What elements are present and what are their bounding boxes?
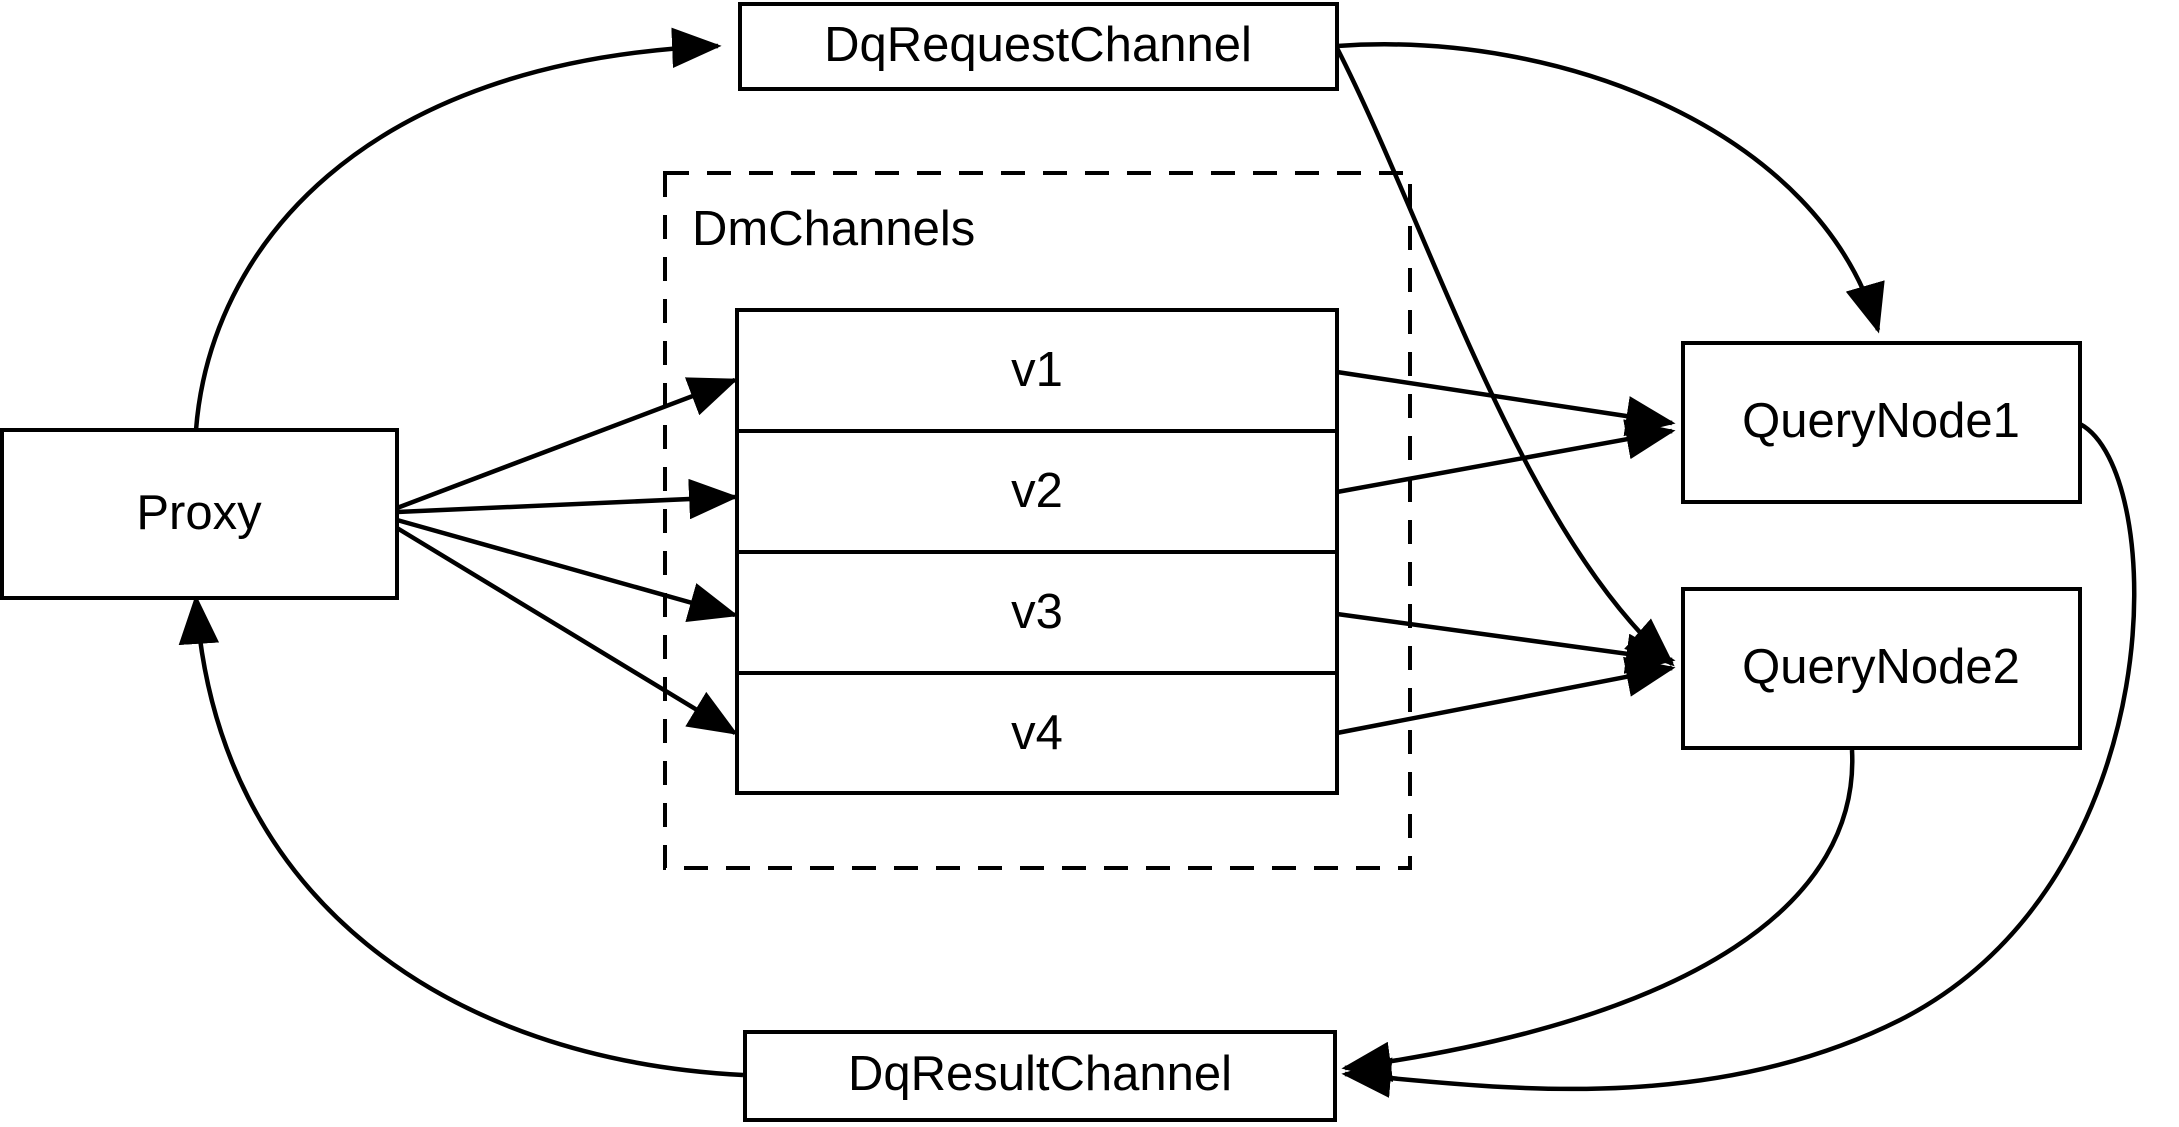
node-query-node-1-label: QueryNode1 bbox=[1742, 394, 2020, 448]
edge-v4-to-querynode2 bbox=[1336, 656, 1676, 736]
node-query-node-1-box[interactable] bbox=[1681, 341, 2082, 504]
node-dq-request-channel-label: DqRequestChannel bbox=[824, 18, 1252, 72]
node-query-node-2-label: QueryNode2 bbox=[1742, 640, 2020, 694]
edge-dqrequestchannel-to-querynode2 bbox=[1334, 46, 1675, 667]
node-proxy-label: Proxy bbox=[136, 486, 262, 540]
edge-proxy-to-v2 bbox=[396, 478, 739, 520]
channel-row-v1[interactable]: v1 bbox=[1011, 343, 1063, 397]
node-proxy-box[interactable] bbox=[0, 428, 399, 600]
edge-proxy-to-v1 bbox=[396, 377, 739, 511]
channel-row-v4[interactable]: v4 bbox=[1011, 706, 1063, 760]
node-dq-result-channel-label: DqResultChannel bbox=[848, 1047, 1232, 1101]
edge-proxy-to-dqrequestchannel bbox=[193, 27, 722, 431]
node-dq-request-channel-box[interactable] bbox=[738, 2, 1339, 91]
edge-querynode2-to-dqresultchannel bbox=[1341, 749, 1855, 1082]
edge-v1-to-querynode1 bbox=[1336, 369, 1676, 437]
dm-channels-group bbox=[663, 171, 1412, 870]
channel-row-v2[interactable]: v2 bbox=[1011, 464, 1063, 518]
node-query-node-2-box[interactable] bbox=[1681, 587, 2082, 750]
node-dq-result-channel-box[interactable] bbox=[743, 1030, 1337, 1122]
edge-querynode1-to-dqresultchannel bbox=[1341, 422, 2137, 1098]
edge-v2-to-querynode1 bbox=[1336, 419, 1676, 495]
dm-channels-group-label: DmChannels bbox=[692, 202, 975, 256]
edge-proxy-to-v4 bbox=[395, 526, 739, 735]
edge-dqrequestchannel-to-querynode1 bbox=[1336, 42, 1885, 334]
edge-dqresultchannel-to-proxy bbox=[178, 594, 744, 1078]
edge-proxy-to-v3 bbox=[396, 517, 739, 623]
channel-row-v3[interactable]: v3 bbox=[1011, 585, 1063, 639]
edge-v3-to-querynode2 bbox=[1336, 611, 1676, 674]
